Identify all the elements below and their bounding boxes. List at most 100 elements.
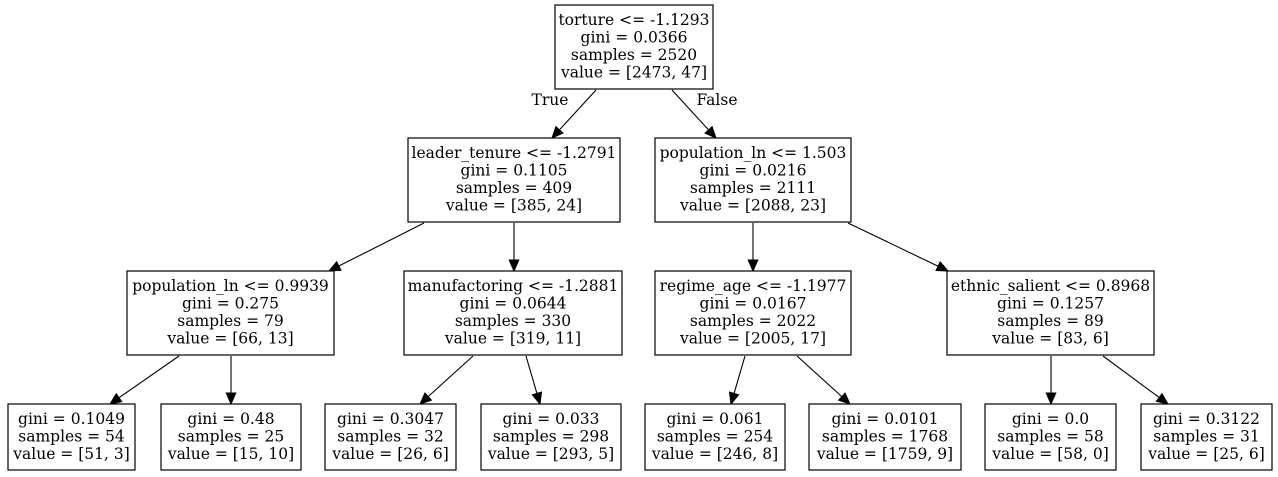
edge-n4-n10 xyxy=(525,355,543,406)
edge-line xyxy=(733,355,746,394)
arrowhead-icon xyxy=(747,259,759,273)
node-text-line: value = [83, 6] xyxy=(991,330,1109,348)
edge-label-false: False xyxy=(696,91,737,109)
node-text-line: value = [2473, 47] xyxy=(560,64,707,82)
arrowhead-icon xyxy=(704,125,717,139)
edge-root-n2: False xyxy=(671,89,738,139)
node-text-line: samples = 2520 xyxy=(571,46,697,64)
node-text-line: leader_tenure <= -1.2791 xyxy=(412,144,617,162)
arrowhead-icon xyxy=(327,260,342,272)
node-text-line: gini = 0.275 xyxy=(182,295,279,313)
arrowhead-icon xyxy=(1045,392,1057,406)
node-text-line: samples = 58 xyxy=(997,427,1103,445)
node-box xyxy=(654,137,852,223)
node-text-line: samples = 2022 xyxy=(690,312,816,330)
node-text-line: value = [293, 5] xyxy=(487,445,614,463)
node-text-line: samples = 254 xyxy=(657,427,773,445)
edge-n2-n6 xyxy=(847,222,950,272)
edge-line xyxy=(796,355,843,398)
node-text-line: gini = 0.3047 xyxy=(337,410,444,428)
edge-n3-n7 xyxy=(108,355,180,405)
edge-line xyxy=(118,355,180,399)
node-text-line: value = [319, 11] xyxy=(444,330,581,348)
arrowhead-icon xyxy=(108,392,123,405)
node-text-line: torture <= -1.1293 xyxy=(558,11,709,29)
node-text-line: samples = 409 xyxy=(456,179,572,197)
node-box xyxy=(984,403,1117,471)
node-text-line: gini = 0.3122 xyxy=(1153,410,1260,428)
node-text-line: gini = 0.0366 xyxy=(581,29,688,47)
node-text-line: population_ln <= 0.9939 xyxy=(132,277,329,295)
node-text-line: value = [385, 24] xyxy=(445,197,582,215)
edge-n6-n13 xyxy=(1045,356,1057,406)
node-text-line: samples = 32 xyxy=(337,427,443,445)
node-text-line: value = [246, 8] xyxy=(651,445,778,463)
edge-line xyxy=(671,89,709,131)
node-text-line: value = [51, 3] xyxy=(12,445,130,463)
node-text-line: samples = 1768 xyxy=(822,427,948,445)
node-text-line: gini = 0.033 xyxy=(502,410,599,428)
node-box xyxy=(946,270,1155,356)
arrowhead-icon xyxy=(531,391,543,406)
node-text-line: value = [2088, 23] xyxy=(679,197,826,215)
node-text-line: gini = 0.0167 xyxy=(700,295,807,313)
edge-line xyxy=(338,222,425,267)
arrowhead-icon xyxy=(551,125,564,139)
node-text-line: gini = 0.1049 xyxy=(18,410,125,428)
edge-n4-n9 xyxy=(419,355,474,405)
node-box xyxy=(554,4,714,90)
node-text-line: gini = 0.0216 xyxy=(700,162,807,180)
edges-layer: True False xyxy=(108,89,1170,406)
node-text-line: gini = 0.0101 xyxy=(832,410,939,428)
node-text-line: value = [15, 10] xyxy=(167,445,294,463)
node-text-line: ethnic_salient <= 0.8968 xyxy=(951,277,1150,295)
node-text-line: value = [25, 6] xyxy=(1147,445,1265,463)
arrowhead-icon xyxy=(935,261,950,272)
node-box xyxy=(126,270,335,356)
edge-line xyxy=(559,89,597,131)
node-text-line: gini = 0.1257 xyxy=(997,295,1104,313)
node-box xyxy=(644,403,786,471)
edge-n1-n4 xyxy=(508,223,520,273)
node-box xyxy=(403,270,623,356)
node-text-line: samples = 79 xyxy=(177,312,283,330)
arrowhead-icon xyxy=(728,391,740,406)
node-box xyxy=(407,137,621,223)
node-text-line: population_ln <= 1.503 xyxy=(660,144,847,162)
node-box xyxy=(160,403,302,471)
node-text-line: value = [2005, 17] xyxy=(679,330,826,348)
node-box xyxy=(324,403,457,471)
node-text-line: value = [58, 0] xyxy=(991,445,1109,463)
arrowhead-icon xyxy=(837,392,851,405)
node-text-line: regime_age <= -1.1977 xyxy=(660,277,847,295)
edge-line xyxy=(1102,355,1160,398)
node-text-line: gini = 0.1105 xyxy=(461,162,568,180)
node-box xyxy=(1140,403,1273,471)
node-text-line: gini = 0.061 xyxy=(666,410,763,428)
edge-n2-n5 xyxy=(747,223,759,273)
node-box xyxy=(654,270,852,356)
arrowhead-icon xyxy=(419,392,433,405)
node-box xyxy=(480,403,622,471)
arrowhead-icon xyxy=(1155,392,1170,405)
node-text-line: samples = 2111 xyxy=(690,179,816,197)
edge-line xyxy=(525,355,538,394)
edge-root-n1: True xyxy=(532,89,597,139)
edge-label-true: True xyxy=(532,91,569,109)
edge-line xyxy=(847,222,939,267)
node-text-line: samples = 25 xyxy=(178,427,284,445)
